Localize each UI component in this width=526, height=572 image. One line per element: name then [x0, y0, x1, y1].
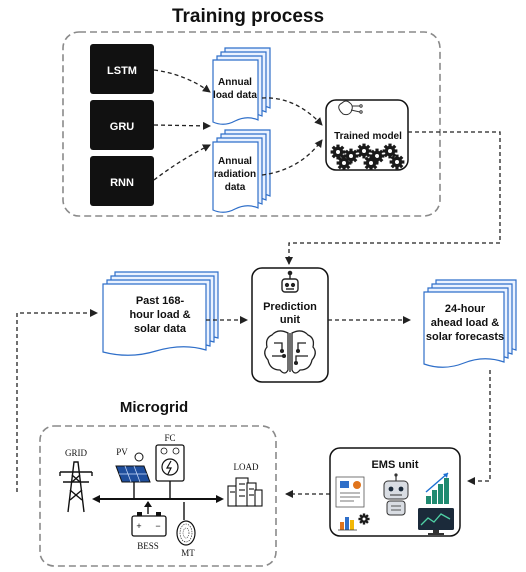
trained-model-label: Trained model — [334, 131, 402, 142]
annual-radiation-line2: radiation — [214, 169, 256, 180]
robot-icon — [383, 473, 409, 516]
grid-label: GRID — [65, 448, 87, 458]
annual-load-doc: Annual load data — [212, 47, 271, 125]
annual-radiation-doc: Annual radiation data — [212, 129, 271, 213]
past-data-doc: Past 168- hour load & solar data — [102, 271, 219, 356]
forecasts-line2: ahead load & — [431, 317, 500, 329]
buildings-icon: LOAD — [227, 462, 263, 507]
trained-model-box: Trained model — [325, 99, 409, 171]
annual-radiation-line3: data — [225, 182, 246, 193]
forecasts-line3: solar forecasts — [426, 331, 504, 343]
bess-label: BESS — [137, 541, 159, 551]
transmission-tower-icon: GRID — [59, 448, 93, 513]
solar-panel-icon: PV — [115, 447, 151, 490]
microgrid-title: Microgrid — [120, 399, 188, 416]
training-frame — [62, 31, 441, 217]
svg-text:+: + — [136, 521, 141, 531]
gear-icon — [358, 513, 370, 525]
annual-load-line2: load data — [213, 90, 257, 101]
battery-icon: + − BESS — [131, 512, 167, 551]
power-bus — [92, 490, 224, 520]
monitor-chart-icon — [418, 508, 454, 535]
svg-text:−: − — [155, 521, 160, 531]
brain-circuit-icon — [338, 100, 363, 116]
training-arrows — [153, 69, 501, 265]
brain-circuit-icon — [264, 330, 316, 374]
annual-load-line1: Annual — [218, 77, 252, 88]
load-label: LOAD — [234, 462, 259, 472]
micro-turbine-icon: MT — [176, 520, 196, 558]
report-chart-icon — [335, 476, 365, 508]
prediction-unit-line1: Prediction — [263, 301, 317, 313]
model-rnn-label: RNN — [110, 177, 134, 189]
past-data-line2: hour load & — [129, 309, 190, 321]
microgrid-frame — [39, 425, 277, 567]
prediction-arrows — [16, 309, 491, 498]
training-title: Training process — [172, 6, 324, 27]
pv-label: PV — [116, 447, 128, 457]
model-gru-label: GRU — [110, 121, 135, 133]
model-lstm: LSTM — [90, 44, 154, 94]
model-rnn: RNN — [90, 156, 154, 206]
model-gru: GRU — [90, 100, 154, 150]
past-data-line3: solar data — [134, 323, 187, 335]
forecasts-line1: 24-hour — [445, 303, 486, 315]
growth-steps-icon — [425, 472, 449, 504]
fc-label: FC — [164, 433, 175, 443]
prediction-unit-box: Prediction unit — [251, 267, 329, 383]
ems-unit-box: EMS unit — [329, 447, 461, 537]
model-lstm-label: LSTM — [107, 65, 137, 77]
mt-label: MT — [181, 548, 195, 558]
robot-face-icon — [281, 270, 299, 293]
prediction-unit-line2: unit — [280, 314, 300, 326]
annual-radiation-line1: Annual — [218, 156, 252, 167]
ems-unit-title: EMS unit — [371, 459, 418, 471]
past-data-line1: Past 168- — [136, 295, 185, 307]
fuel-cell-icon: FC — [155, 433, 185, 490]
bar-chart-icon — [338, 517, 357, 531]
forecasts-doc: 24-hour ahead load & solar forecasts — [423, 279, 517, 368]
